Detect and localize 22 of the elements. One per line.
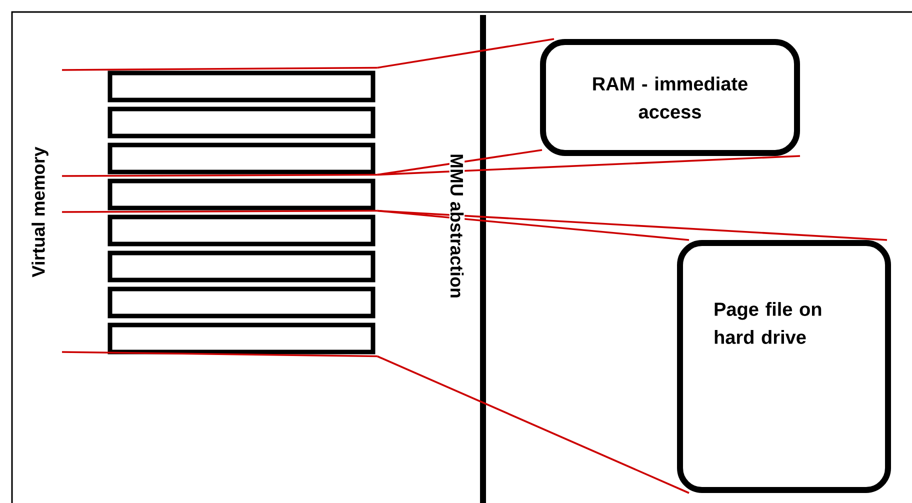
page-box: [108, 70, 376, 102]
page-box: [108, 214, 376, 246]
axis-label: Virtual memory: [32, 146, 48, 278]
page-box: [108, 286, 376, 318]
mapping-line: [377, 149, 542, 176]
memory-box: RAM - immediate access: [540, 39, 800, 156]
page-box: [108, 250, 376, 282]
mapping-line: [376, 355, 690, 494]
mapping-line: [377, 38, 554, 69]
page-box: [108, 106, 376, 138]
mapping-line: [377, 210, 888, 241]
mapping-line: [62, 66, 378, 71]
mapping-line: [62, 174, 378, 177]
page-box: [108, 322, 376, 354]
page-box: [108, 142, 376, 174]
mapping-line: [377, 210, 690, 241]
axis-label: MMU abstraction: [449, 152, 465, 300]
mapping-line: [62, 210, 378, 213]
mapping-line: [377, 155, 800, 176]
page-box: [108, 178, 376, 210]
memory-box: Page file on hard drive: [677, 240, 892, 493]
mapping-line: [62, 351, 378, 358]
